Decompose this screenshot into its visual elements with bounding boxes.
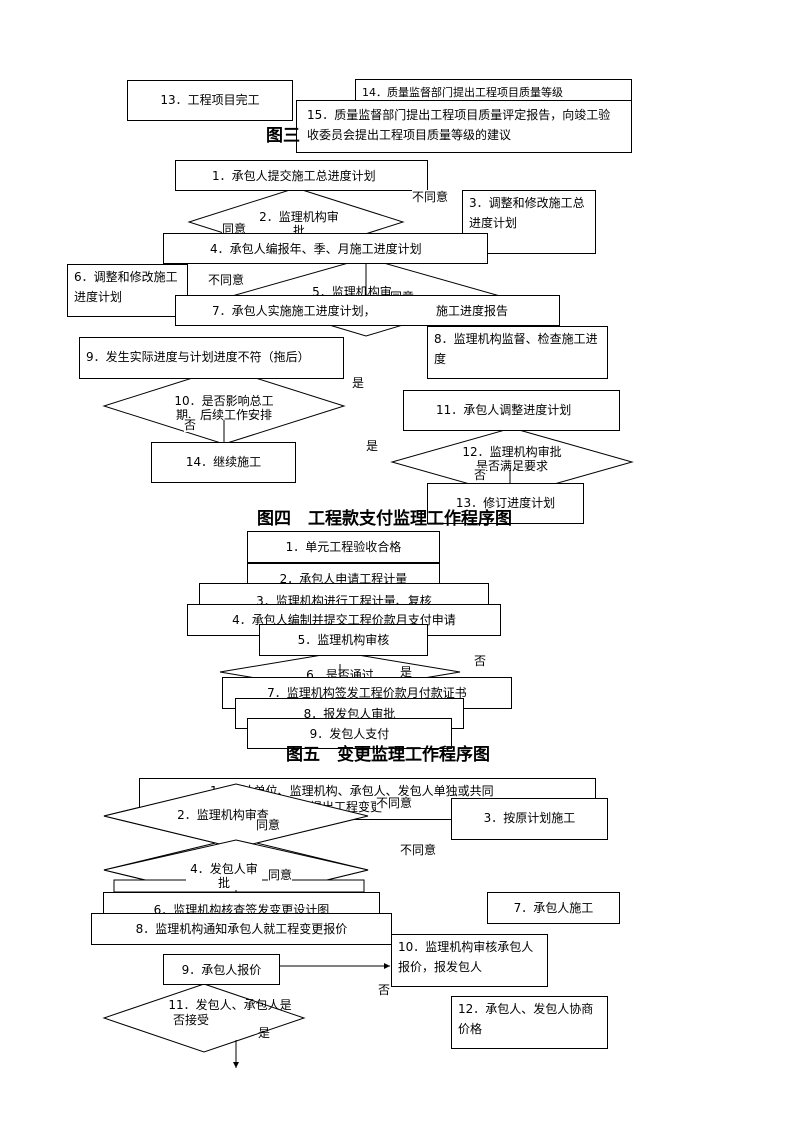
step-13-label: 13．工程项目完工: [160, 93, 260, 107]
progress-step-8-label: 8．监理机构监督、检查施工进度: [434, 332, 598, 366]
step-15-label: 15．质量监督部门提出工程项目质量评定报告，向竣工验收委员会提出工程项目质量等级…: [307, 108, 611, 142]
change-step-11-label-b: 否接受: [172, 1013, 209, 1027]
progress-step-1-label: 1．承包人提交施工总进度计划: [212, 169, 376, 183]
change-step-7: 7．承包人施工: [487, 892, 620, 924]
progress-step-14-label: 14．继续施工: [185, 455, 262, 469]
change-label-agree: 同意: [256, 818, 281, 832]
change-label-no: 否: [378, 983, 391, 997]
progress-step-10-label-b: 期、后续工作安排: [175, 408, 272, 422]
progress-step-11-label: 11．承包人调整进度计划: [436, 403, 572, 417]
change-step-11-label-a: 11．发包人、承包人是: [168, 998, 292, 1012]
change-step-8: 8．监理机构通知承包人就工程变更报价: [91, 913, 392, 945]
payment-step-7-label: 7．监理机构签发工程价款月付款证书: [267, 686, 467, 700]
progress-step-11: 11．承包人调整进度计划: [403, 390, 620, 431]
change-step-12: 12．承包人、发包人协商价格: [451, 996, 608, 1049]
payment-step-3-label: 3．监理机构进行工程计量、复核: [256, 594, 432, 605]
label-yes-1: 是: [352, 376, 365, 390]
change-step-3: 3．按原计划施工: [451, 798, 608, 840]
change-label-yes: 是: [258, 1026, 271, 1040]
payment-step-4-label: 4．承包人编制并提交工程价款月支付申请: [232, 613, 456, 627]
label-no-1: 否: [184, 418, 197, 432]
change-step-8-label: 8．监理机构通知承包人就工程变更报价: [135, 922, 348, 936]
figure-4-title: 图四 工程款支付监理工作程序图: [257, 509, 512, 529]
progress-step-4-label: 4．承包人编报年、季、月施工进度计划: [210, 242, 422, 256]
label-yes-2: 是: [366, 439, 379, 453]
change-step-9-label: 9．承包人报价: [181, 963, 262, 977]
change-step-10-label: 10．监理机构审核承包人报价，报发包人: [398, 940, 534, 974]
payment-label-yes: 是: [400, 665, 413, 679]
diamond-change-accept: [102, 983, 306, 1053]
label-no-2: 否: [474, 468, 487, 482]
progress-step-4: 4．承包人编报年、季、月施工进度计划: [163, 233, 488, 264]
progress-step-5-label: 5．监理机构审批: [312, 285, 392, 295]
progress-step-8: 8．监理机构监督、检查施工进度: [427, 326, 608, 379]
change-step-12-label: 12．承包人、发包人协商价格: [458, 1002, 594, 1036]
change-label-no-agree-2: 不同意: [400, 843, 437, 857]
change-step-2-label: 2．监理机构审查: [168, 808, 278, 822]
change-step-7-label: 7．承包人施工: [513, 901, 594, 915]
label-agree: 同意: [222, 222, 247, 236]
label-no-agree-2: 不同意: [208, 273, 245, 287]
progress-step-6-label: 6．调整和修改施工进度计划: [74, 270, 178, 304]
payment-step-5: 5．监理机构审核: [259, 624, 428, 656]
progress-step-13: 13．修订进度计划: [427, 483, 584, 524]
payment-step-5-label: 5．监理机构审核: [297, 633, 390, 647]
progress-step-12-label-a: 12．监理机构审批: [462, 445, 562, 459]
progress-step-7-label-a: 7．承包人实施施工进度计划，: [212, 304, 376, 318]
payment-step-1-label: 1．单元工程验收合格: [285, 540, 402, 554]
payment-step-9-label: 9．发包人支付: [309, 727, 390, 741]
change-step-4-label: 4．发包人审批: [186, 862, 262, 890]
payment-label-no: 否: [474, 654, 487, 668]
payment-step-2: 2．承包人申请工程计量: [247, 563, 440, 585]
change-step-10: 10．监理机构审核承包人报价，报发包人: [391, 934, 548, 987]
progress-step-3-label: 3．调整和修改施工总进度计划: [469, 196, 585, 230]
label-no-agree: 不同意: [412, 190, 449, 204]
figure-3-title: 图三: [266, 126, 300, 146]
progress-step-9: 9．发生实际进度与计划进度不符（拖后）: [79, 337, 344, 379]
figure-5-title: 图五 变更监理工作程序图: [286, 745, 490, 765]
payment-step-9: 9．发包人支付: [247, 718, 452, 749]
step-15-box: 15．质量监督部门提出工程项目质量评定报告，向竣工验收委员会提出工程项目质量等级…: [296, 100, 632, 153]
progress-step-13-label: 13．修订进度计划: [455, 496, 556, 510]
change-label-no-agree: 不同意: [376, 796, 413, 810]
progress-step-9-label: 9．发生实际进度与计划进度不符（拖后）: [86, 350, 310, 364]
progress-step-7-label-b: 施工进度报告: [436, 304, 509, 318]
change-step-3-label: 3．按原计划施工: [483, 811, 576, 825]
payment-step-2-label: 2．承包人申请工程计量: [279, 572, 408, 585]
progress-step-12-label-b: 是否满足要求: [475, 459, 548, 473]
step-14-label: 14．质量监督部门提出工程项目质量等级: [362, 86, 563, 99]
payment-step-8-label: 8．报发包人审批: [303, 707, 396, 721]
change-label-agree-2: 同意: [268, 868, 293, 882]
payment-step-1: 1．单元工程验收合格: [247, 531, 440, 563]
progress-step-6: 6．调整和修改施工进度计划: [67, 264, 188, 317]
change-step-9: 9．承包人报价: [163, 954, 280, 985]
progress-step-7: 7．承包人实施施工进度计划， 施工进度报告: [175, 295, 560, 326]
progress-step-10-label-a: 10．是否影响总工: [174, 394, 274, 408]
step-13-box: 13．工程项目完工: [127, 80, 293, 121]
progress-step-14: 14．继续施工: [151, 442, 296, 483]
progress-step-1: 1．承包人提交施工总进度计划: [175, 160, 428, 191]
